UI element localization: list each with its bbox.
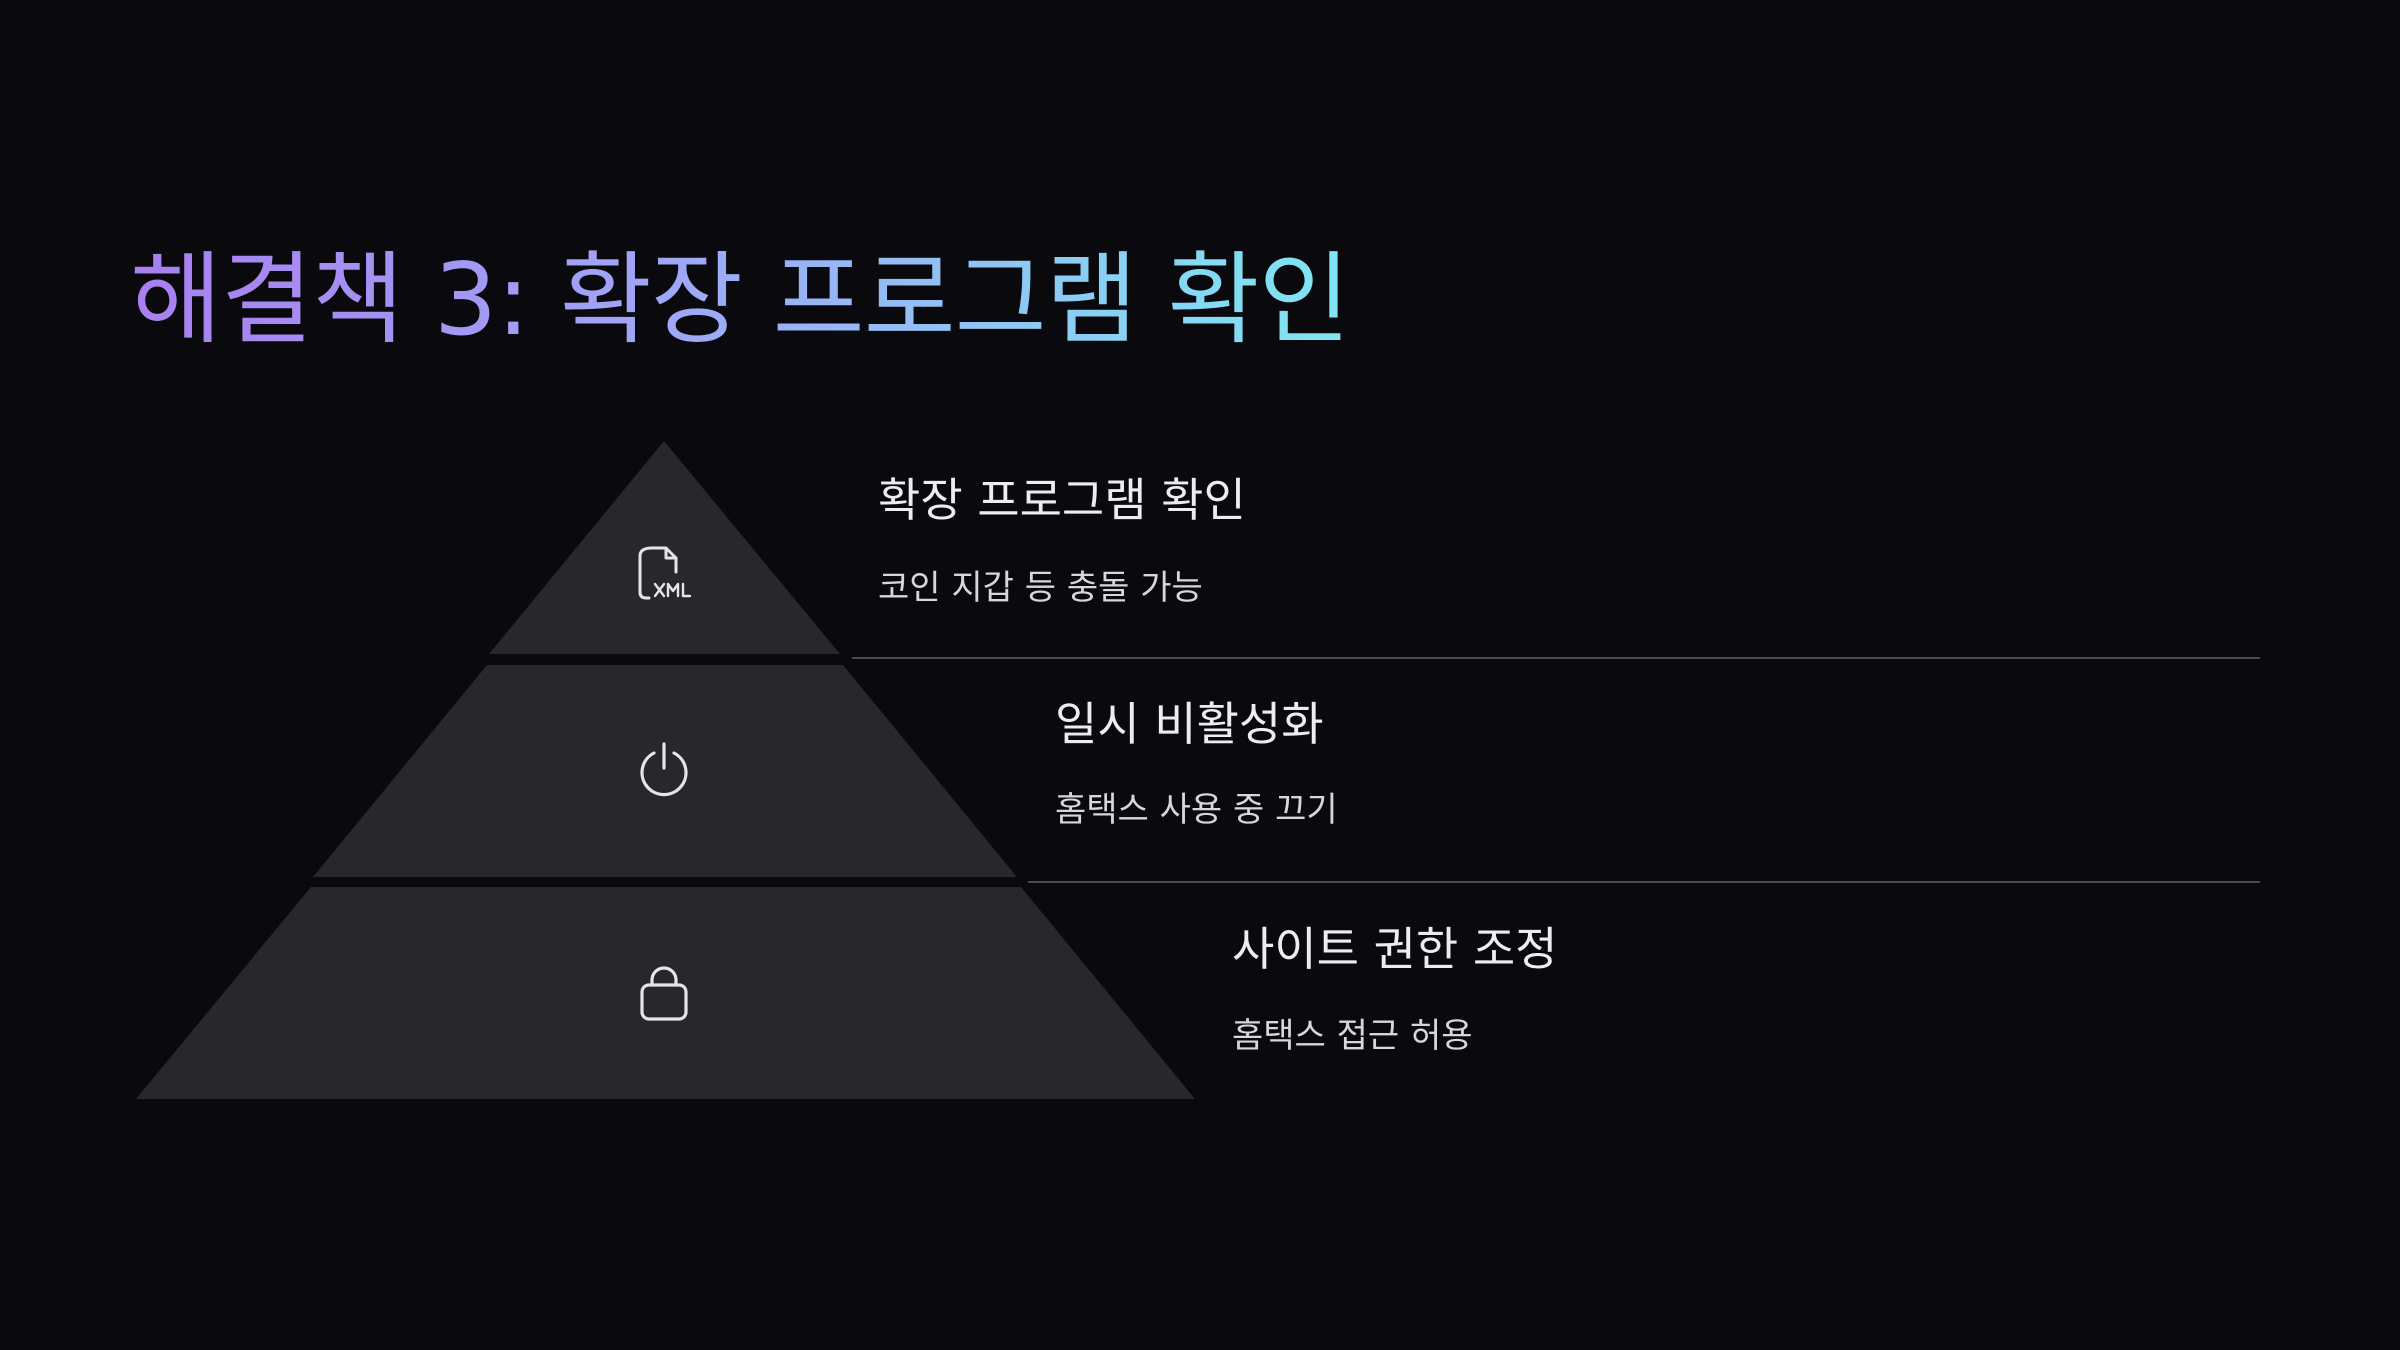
slide-title: 해결책 3: 확장 프로그램 확인 xyxy=(130,241,1350,358)
tier-2-heading: 일시 비활성화 xyxy=(1055,697,1324,751)
tier-1-heading: 확장 프로그램 확인 xyxy=(878,473,1246,527)
pyramid-tier-middle xyxy=(313,665,1017,877)
lock-icon xyxy=(640,966,688,1021)
tier-1-description: 코인 지갑 등 충돌 가능 xyxy=(878,568,1203,608)
tier-2-description: 홈택스 사용 중 끄기 xyxy=(1055,790,1338,830)
xml-file-icon xyxy=(638,546,692,600)
tier-3-description: 홈택스 접근 허용 xyxy=(1232,1016,1473,1056)
power-icon xyxy=(640,742,688,797)
pyramid-tier-bottom xyxy=(136,887,1195,1099)
tier-3-heading: 사이트 권한 조정 xyxy=(1232,922,1558,976)
